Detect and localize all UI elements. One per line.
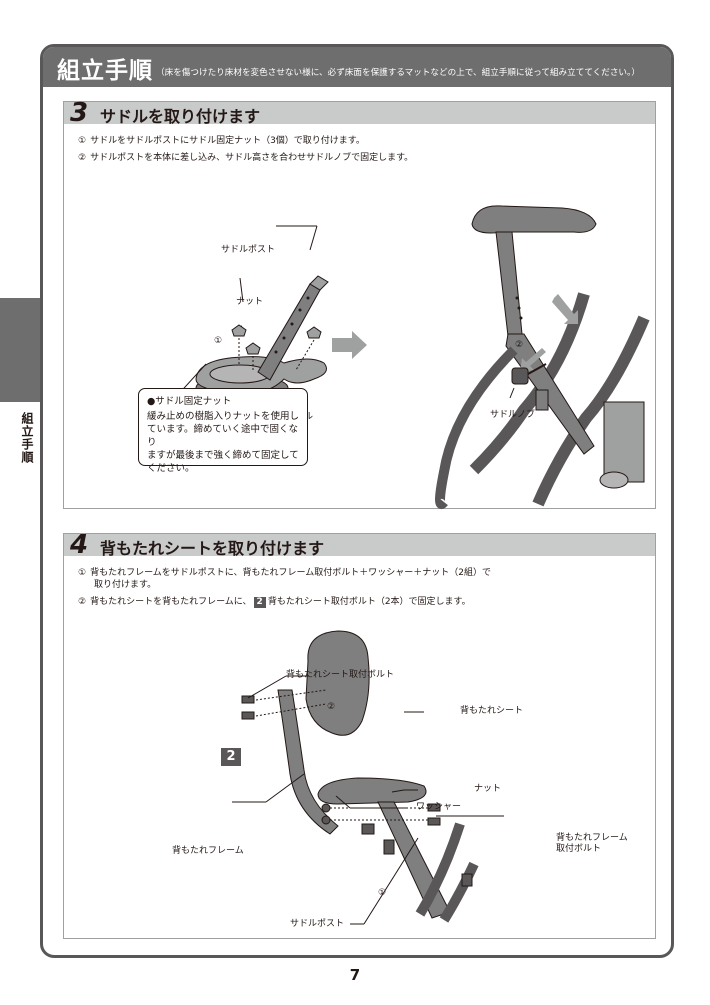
side-tab-bar [0, 298, 40, 402]
step3-title-bar: 3 サドルを取り付けます [64, 98, 655, 128]
part-badge-inline: 2 [253, 597, 266, 608]
page-title: 組立手順 [57, 58, 153, 84]
step3-number: 3 [70, 98, 89, 128]
marker-2: ② [515, 340, 524, 350]
step3-illustration [143, 205, 650, 509]
label-saddle-knob: サドルノブ [490, 410, 536, 420]
label-saddle-post: サドルポスト [221, 245, 276, 255]
label-back-frame: 背もたれフレーム [172, 846, 244, 856]
label-frame-bolt-1: 背もたれフレーム [556, 833, 628, 843]
step3-title: サドルを取り付けます [100, 107, 261, 126]
side-tab-label: 組立手順 [20, 412, 34, 464]
saddle-nut-note: ●サドル固定ナット 緩み止めの樹脂入りナットを使用し ています。締めていく途中で… [138, 388, 308, 474]
frame-header: 組立手順 （床を傷つけたり床材を変色させない様に、必ず床面を保護するマットなどの… [43, 47, 671, 87]
note-title: ●サドル固定ナット [147, 396, 232, 407]
note-body: 緩み止めの樹脂入りナットを使用し ています。締めていく途中で固くなり ますが最後… [147, 411, 300, 474]
label-seat-bolt: 背もたれシート取付ボルト [286, 670, 395, 680]
step4-title: 背もたれシートを取り付けます [100, 539, 325, 558]
step4-number: 4 [70, 530, 89, 560]
step4-illustration [232, 630, 504, 925]
marker-1: ① [214, 336, 223, 346]
assembly-frame: 組立手順 （床を傷つけたり床材を変色させない様に、必ず床面を保護するマットなどの… [40, 44, 674, 958]
marker-1: ① [378, 888, 387, 898]
header-note: （床を傷つけたり床材を変色させない様に、必ず床面を保護するマットなどの上で、組立… [156, 68, 640, 78]
label-nut: ナット [474, 784, 502, 794]
page-number: 7 [349, 966, 361, 984]
part-badge: 2 [221, 748, 241, 766]
label-washer: ワッシャー [416, 802, 462, 812]
label-nut: ナット [236, 297, 264, 307]
label-saddle-post: サドルポスト [290, 919, 345, 929]
marker-2: ② [327, 702, 336, 712]
step4-title-bar: 4 背もたれシートを取り付けます [64, 530, 655, 560]
label-frame-bolt-2: 取付ボルト [556, 844, 602, 854]
step4-instruction-1-cont: 取り付けます。 [94, 580, 157, 590]
label-back-seat: 背もたれシート [460, 706, 524, 716]
